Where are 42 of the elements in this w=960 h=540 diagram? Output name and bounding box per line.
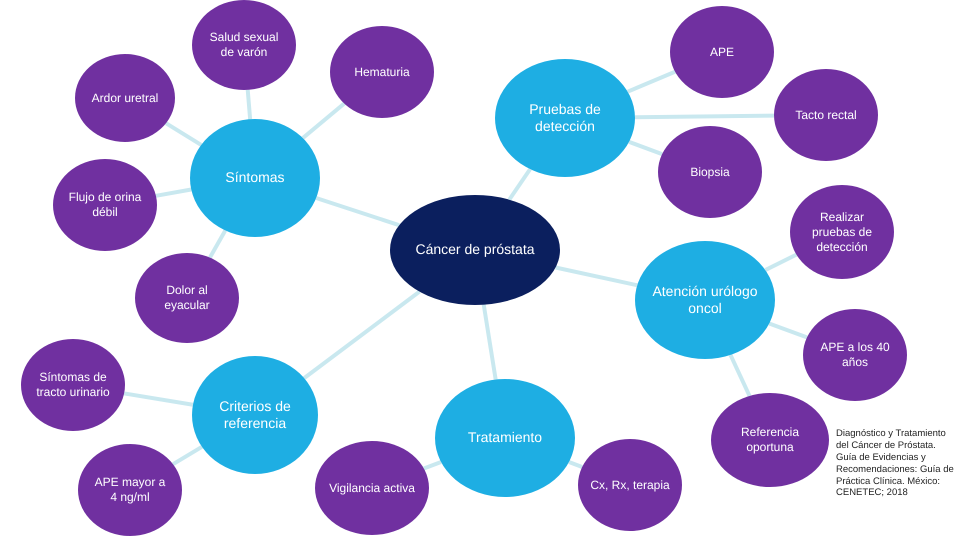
topic-text: Ardor uretral bbox=[92, 90, 158, 106]
topic-text: Vigilancia activa bbox=[329, 480, 415, 496]
topic-text: Síntomas bbox=[225, 169, 285, 187]
connector-line bbox=[423, 460, 442, 470]
topic-text: Referencia oportuna bbox=[740, 425, 800, 455]
connector-line bbox=[246, 90, 252, 120]
topic-text: Dolor al eyacular bbox=[163, 283, 211, 313]
connector-line bbox=[172, 445, 203, 466]
connector-line bbox=[482, 304, 498, 380]
connector-line bbox=[316, 196, 400, 228]
connector-line bbox=[302, 102, 346, 140]
connector-line bbox=[164, 122, 202, 147]
topic-text: Salud sexual de varón bbox=[208, 30, 280, 60]
topic-text: Realizar pruebas de detección bbox=[810, 210, 874, 254]
connector-line bbox=[156, 188, 192, 198]
connector-line bbox=[768, 322, 808, 340]
connector-line bbox=[764, 252, 798, 272]
topic-text: Atención urólogo oncol bbox=[651, 282, 759, 318]
topic-text: APE bbox=[710, 44, 734, 60]
topic-text: Criterios de referencia bbox=[218, 398, 292, 432]
topic-text: Síntomas de tracto urinario bbox=[35, 370, 111, 400]
connector-line bbox=[555, 266, 638, 288]
topic-text: Flujo de orina débil bbox=[68, 190, 142, 220]
connector-line bbox=[634, 114, 774, 120]
source-note: Diagnóstico y Tratamiento del Cáncer de Próstata. Guía de Evidencias y Recomendaciones: Guía de Práctica Clínica. México: CENETEC; 2018 bbox=[836, 428, 955, 500]
topic-text: Pruebas de detección bbox=[528, 100, 602, 136]
topic-text: Cáncer de próstata bbox=[415, 241, 535, 259]
topic-text: APE a los 40 años bbox=[819, 340, 891, 370]
connector-line bbox=[728, 354, 752, 397]
topic-text: Tratamiento bbox=[468, 429, 542, 447]
connector-line bbox=[568, 460, 583, 469]
topic-text: Hematuria bbox=[354, 64, 410, 80]
connector-line bbox=[302, 290, 421, 380]
topic-text: Biopsia bbox=[690, 164, 730, 180]
topic-text: Cx, Rx, terapia bbox=[590, 478, 670, 492]
connector-line bbox=[124, 391, 194, 407]
connector-line bbox=[626, 70, 676, 94]
connector-line bbox=[208, 229, 227, 259]
connector-line bbox=[508, 168, 532, 201]
topic-text: Tacto rectal bbox=[795, 108, 857, 122]
connector-line bbox=[628, 140, 663, 156]
topic-text: APE mayor a 4 ng/ml bbox=[94, 475, 166, 505]
